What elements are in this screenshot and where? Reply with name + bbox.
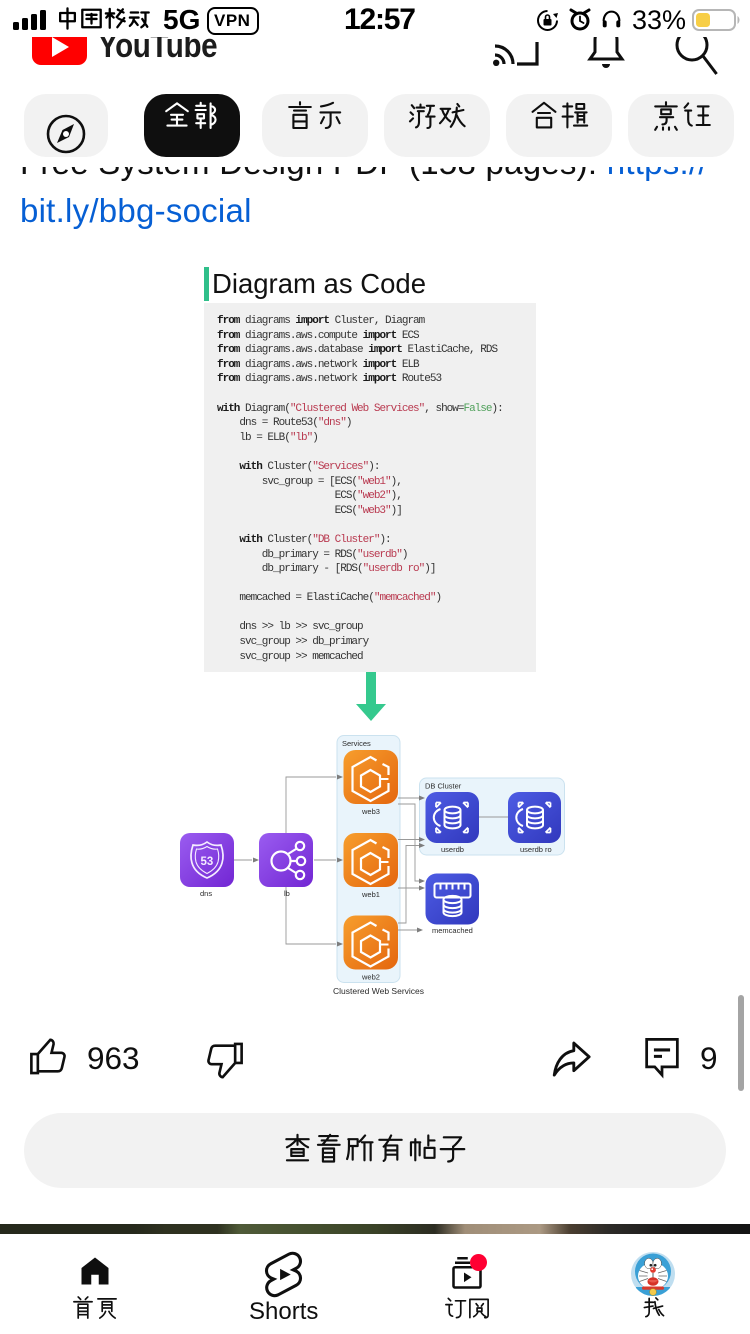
svg-text:web3: web3: [361, 807, 380, 816]
svg-text:userdb: userdb: [441, 845, 464, 854]
svg-text:DB Cluster: DB Cluster: [425, 782, 462, 791]
svg-text:lb: lb: [284, 889, 290, 898]
svg-text:web2: web2: [361, 973, 380, 982]
svg-text:53: 53: [201, 856, 214, 868]
svg-text:web1: web1: [361, 890, 380, 899]
svg-text:Clustered Web Services: Clustered Web Services: [333, 986, 424, 996]
svg-text:userdb ro: userdb ro: [520, 845, 552, 854]
svg-text:Services: Services: [342, 739, 371, 748]
svg-text:dns: dns: [200, 889, 212, 898]
svg-text:memcached: memcached: [432, 926, 473, 935]
